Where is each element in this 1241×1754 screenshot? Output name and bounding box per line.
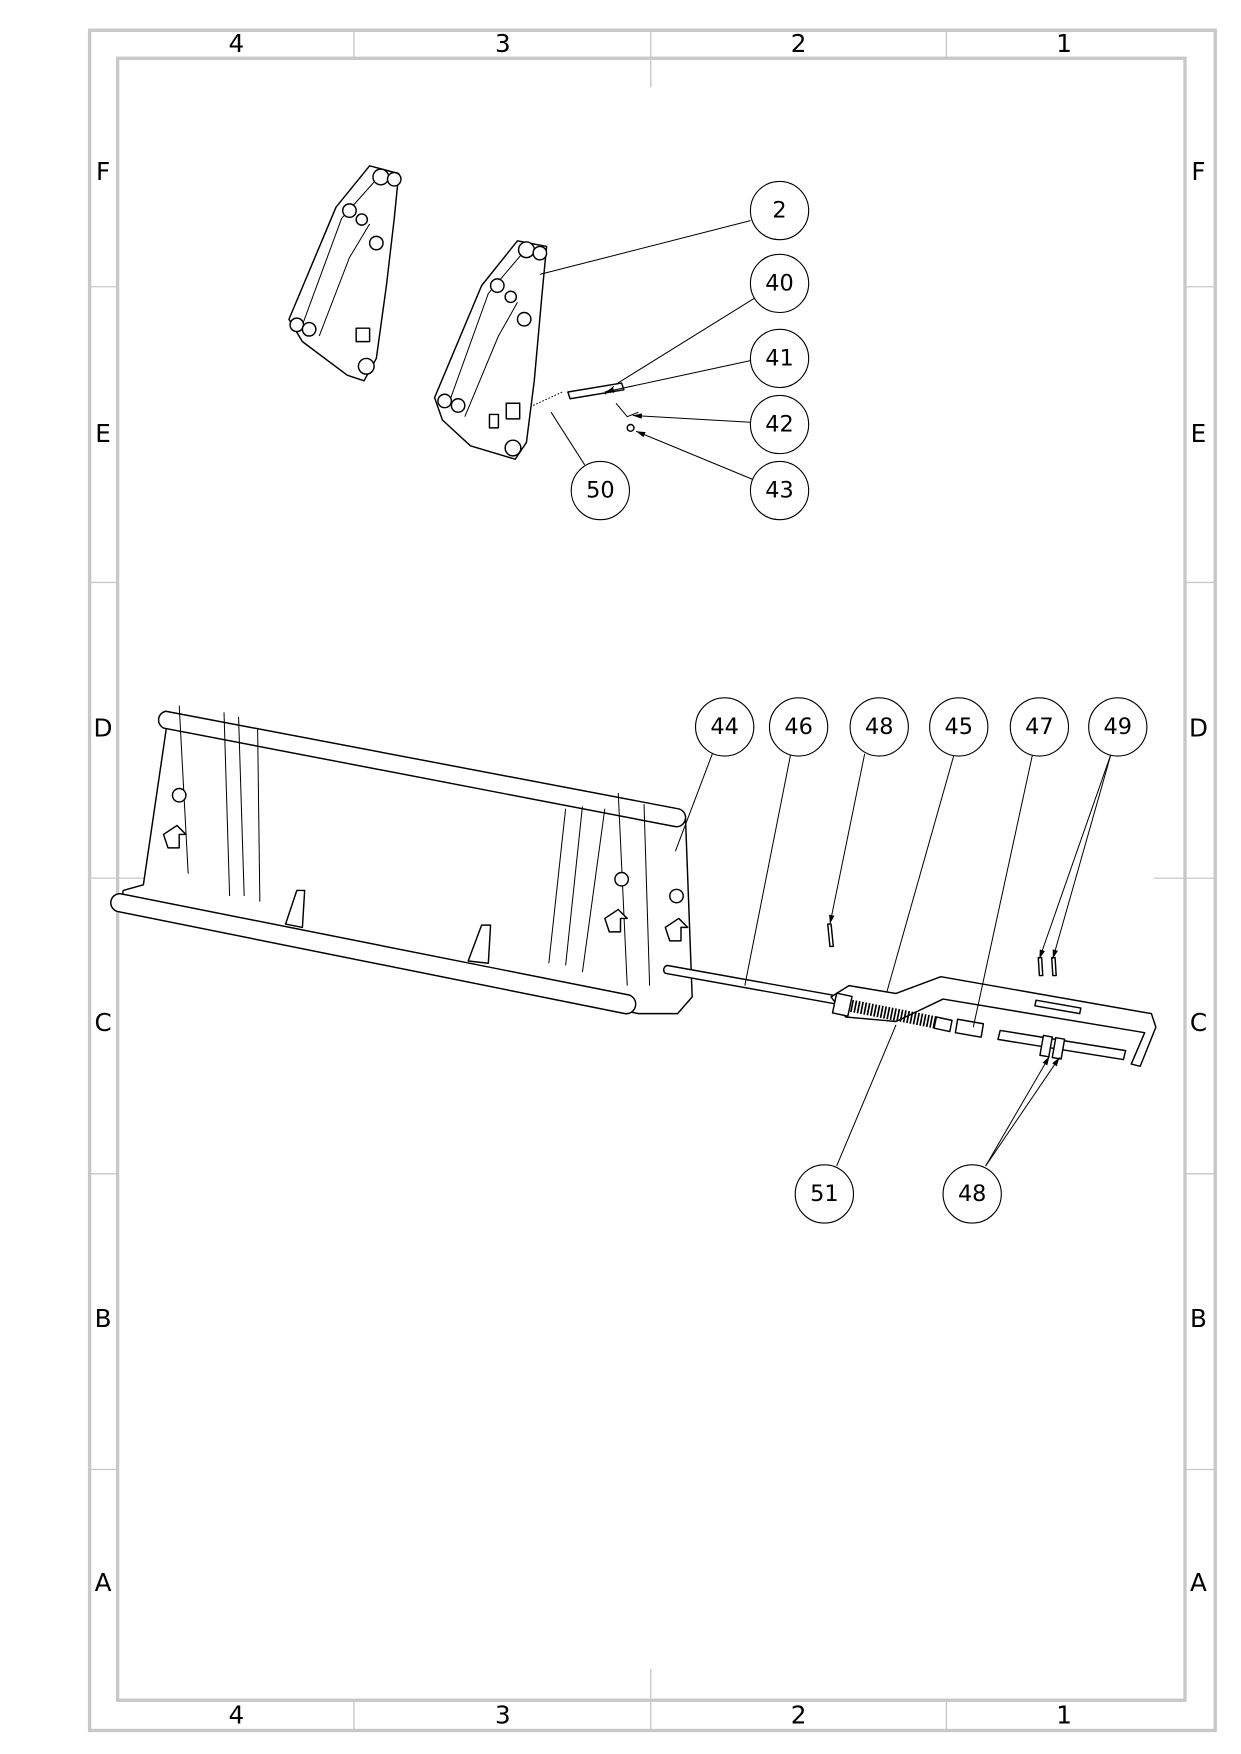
column-label: 2	[791, 29, 807, 58]
svg-text:49: 49	[1104, 714, 1133, 740]
spring-50	[532, 391, 563, 406]
carriage-frame-44	[110, 705, 693, 1015]
column-label: 4	[228, 1700, 244, 1729]
arm-plate-right	[433, 240, 548, 460]
row-label: A	[95, 1568, 112, 1597]
row-label: D	[1189, 714, 1208, 743]
row-label: E	[95, 419, 111, 448]
drawing-frame	[87, 28, 1217, 1733]
balloon-44: 44	[694, 697, 755, 757]
row-label: B	[95, 1304, 112, 1333]
svg-text:48: 48	[865, 714, 894, 740]
row-label: C	[1190, 1008, 1207, 1037]
roll-pins	[826, 923, 1057, 977]
sleeve-47	[954, 1018, 985, 1038]
column-label: 1	[1056, 29, 1072, 58]
column-label: 3	[495, 1700, 511, 1729]
column-label: 3	[495, 29, 511, 58]
svg-text:45: 45	[945, 714, 974, 740]
balloon-50: 50	[570, 460, 631, 521]
clip-41-42-43	[604, 386, 639, 432]
spring-51	[850, 999, 953, 1033]
row-label: D	[94, 714, 113, 743]
svg-text:51: 51	[810, 1181, 839, 1207]
arm-plate-left	[288, 165, 402, 382]
svg-text:40: 40	[765, 270, 794, 296]
outer-border	[87, 28, 1217, 1733]
svg-text:42: 42	[765, 412, 794, 438]
row-label: B	[1190, 1304, 1207, 1333]
row-label: C	[94, 1008, 111, 1037]
svg-text:47: 47	[1025, 714, 1054, 740]
svg-text:2: 2	[772, 198, 786, 224]
pin-40	[567, 382, 625, 400]
balloon-47: 47	[1009, 697, 1070, 757]
row-label: F	[1191, 157, 1205, 186]
column-label: 1	[1056, 1700, 1072, 1729]
balloon-41: 41	[749, 328, 810, 389]
column-label: 2	[791, 1700, 807, 1729]
balloon-49: 49	[1088, 697, 1148, 757]
svg-text:41: 41	[765, 345, 794, 371]
svg-text:46: 46	[784, 714, 813, 740]
handle-45	[830, 975, 1157, 1068]
leader-lines	[539, 220, 1112, 1167]
svg-text:50: 50	[586, 478, 615, 504]
balloon-51: 51	[794, 1164, 855, 1224]
balloon-40: 40	[749, 253, 810, 314]
zone-labels: 4 3 2 1 4 3 2 1 F E D C B A F E D C B A	[94, 29, 1208, 1729]
row-label: F	[96, 157, 110, 186]
balloon-42: 42	[749, 394, 810, 455]
svg-text:43: 43	[765, 478, 794, 504]
row-label: E	[1191, 419, 1207, 448]
row-label: A	[1190, 1568, 1207, 1597]
column-label: 4	[228, 29, 244, 58]
balloon-46: 46	[768, 697, 829, 757]
pin-with-collars	[997, 1029, 1127, 1061]
balloon-48: 48	[849, 697, 909, 757]
balloon-48-lower: 48	[942, 1164, 1002, 1224]
svg-text:48: 48	[958, 1181, 987, 1207]
svg-text:44: 44	[710, 714, 739, 740]
balloon-2: 2	[749, 180, 810, 241]
balloon-43: 43	[749, 460, 810, 521]
balloon-45: 45	[929, 697, 989, 757]
